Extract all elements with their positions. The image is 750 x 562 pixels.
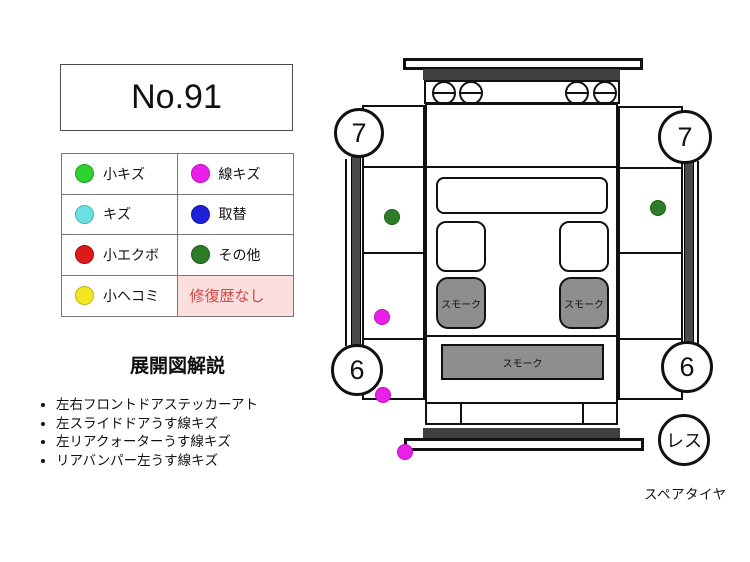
legend-dot-scratch-icon <box>75 204 94 224</box>
front-bumper <box>403 58 643 70</box>
mark-line-scratch-rear-quarter-icon <box>375 387 391 403</box>
headlight-icon <box>432 82 456 102</box>
smoke-window-left: スモーク <box>436 277 486 329</box>
legend-label: その他 <box>218 246 261 263</box>
right-slide-quarter-divider <box>620 338 681 340</box>
headlight-icon <box>593 82 617 102</box>
left-door-slide-divider <box>364 252 423 254</box>
legend-dot-small-scratch-icon <box>75 164 94 184</box>
right-door-slide-divider <box>620 252 681 254</box>
legend-label: 小ヘコミ <box>103 287 159 304</box>
explanation-item: 左リアクォーターうす線キズ <box>56 433 356 452</box>
mark-other-left-door-icon <box>384 209 400 225</box>
right-roof-rail-outer <box>697 161 699 346</box>
legend-label: 小エクボ <box>103 246 159 263</box>
badge-6-left: 6 <box>331 344 383 396</box>
badge-7-right: 7 <box>658 110 712 164</box>
taillight-divider-left <box>460 402 462 423</box>
explanation-item: 左スライドドアうす線キズ <box>56 415 356 434</box>
legend-dot-line-scratch-icon <box>190 164 210 184</box>
badge-7-left: 7 <box>334 108 384 158</box>
windshield <box>436 177 608 214</box>
cabin-rear-divider <box>427 335 616 337</box>
diagram-explanation-heading: 展開図解説 <box>129 356 225 377</box>
mark-other-right-door-icon <box>650 200 666 216</box>
legend-dot-other-icon <box>190 245 210 265</box>
legend-label: 小キズ <box>103 165 145 182</box>
legend-dot-small-dent-icon <box>75 286 94 306</box>
legend-item-replacement: 取替 <box>177 195 293 235</box>
right-roof-rail <box>684 161 694 346</box>
badge-text: 6 <box>349 354 365 385</box>
legend-label: 取替 <box>218 206 247 223</box>
legend-label: キズ <box>103 206 131 223</box>
legend-item-scratch: キズ <box>62 194 178 235</box>
taillight-divider-right <box>582 402 584 423</box>
rear-garnish-strip <box>423 428 620 438</box>
legend-item-small-dimple: 小エクボ <box>62 235 178 276</box>
smoke-window-right: スモーク <box>559 277 609 329</box>
legend-table: 小キズ 線キズ キズ 取替 小エクボ その他 小ヘコミ 修復歴なし <box>61 153 294 317</box>
badge-text: レス <box>666 431 702 451</box>
front-grille-strip <box>423 69 620 80</box>
mark-line-scratch-rear-bumper-icon <box>397 444 413 460</box>
badge-text: 7 <box>351 117 367 148</box>
legend-no-repair-cell: 修復歴なし <box>177 275 293 316</box>
explanation-item: リアバンパー左うす線キズ <box>56 452 356 471</box>
report-number-box: No.91 <box>60 64 293 131</box>
spare-tire-label: スペアタイヤ <box>644 487 727 502</box>
smoke-label: スモーク <box>502 358 543 370</box>
headlight-panel <box>424 80 620 104</box>
legend-dot-replacement-icon <box>190 204 210 224</box>
legend-dot-small-dimple-icon <box>75 245 94 265</box>
report-number-text: No.91 <box>131 78 222 116</box>
headlight-icon <box>565 82 589 102</box>
rear-bumper <box>404 438 644 451</box>
headlight-icon <box>459 82 483 102</box>
legend-label: 線キズ <box>218 165 261 182</box>
explanation-item: 左右フロントドアステッカーアト <box>56 396 356 415</box>
legend-item-small-scratch: 小キズ <box>62 154 178 195</box>
right-fender-door-divider <box>620 167 681 169</box>
badge-text: 6 <box>679 351 695 382</box>
mark-line-scratch-slide-door-icon <box>374 309 390 325</box>
smoke-label: スモーク <box>564 299 604 311</box>
front-window-left <box>436 221 486 272</box>
left-roof-rail-outer <box>345 159 347 346</box>
no-repair-text: 修復歴なし <box>189 288 265 306</box>
rear-taillight-divider <box>427 402 616 404</box>
front-window-right <box>559 221 609 272</box>
badge-text: 7 <box>677 121 693 152</box>
left-roof-rail <box>351 157 361 347</box>
hood-cabin-divider <box>427 166 616 168</box>
badge-6-right: 6 <box>661 341 713 393</box>
rear-smoke-window: スモーク <box>441 344 604 380</box>
diagram-explanation-list: 左右フロントドアステッカーアト 左スライドドアうす線キズ 左リアクォーターうす線… <box>36 396 356 470</box>
legend-item-other: その他 <box>177 235 293 276</box>
left-slide-quarter-divider <box>364 338 423 340</box>
smoke-label: スモーク <box>441 299 481 311</box>
left-fender-door-divider <box>364 166 423 168</box>
legend-item-small-dent: 小ヘコミ <box>62 275 178 316</box>
legend-item-line-scratch: 線キズ <box>177 154 293 195</box>
badge-spare-less: レス <box>658 414 710 466</box>
